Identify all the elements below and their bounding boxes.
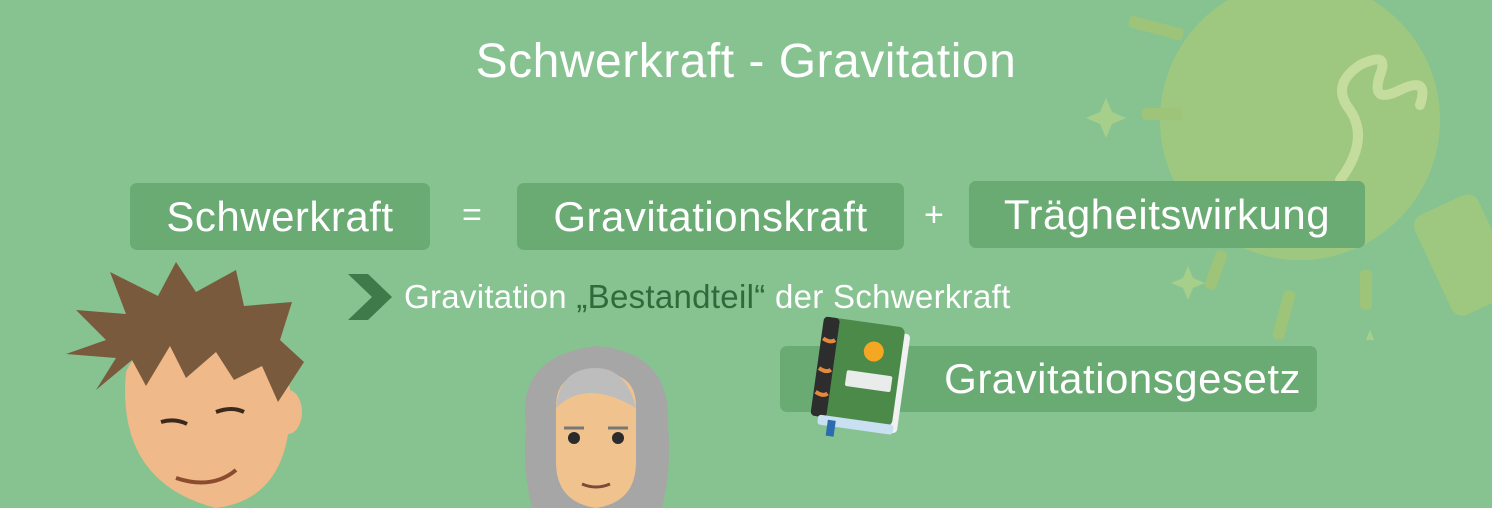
subline-text: Gravitation „Bestandteil“ der Schwerkraf… [404, 278, 1011, 316]
term-schwerkraft: Schwerkraft [130, 183, 430, 250]
chevron-right-icon [348, 274, 392, 320]
subline-suffix: der Schwerkraft [765, 278, 1011, 315]
equals-sign: = [462, 196, 482, 234]
young-man-character [66, 262, 304, 508]
reference-label: Gravitationsgesetz [944, 355, 1301, 402]
page-title: Schwerkraft - Gravitation [475, 35, 1017, 88]
book-icon [810, 316, 911, 437]
plus-sign: + [924, 196, 944, 234]
subline-prefix: Gravitation [404, 278, 577, 315]
term-traegheitswirkung: Trägheitswirkung [969, 181, 1365, 248]
newton-character [524, 346, 670, 508]
subline-highlight: „Bestandteil“ [576, 278, 766, 315]
term-gravitationskraft: Gravitationskraft [517, 183, 904, 250]
